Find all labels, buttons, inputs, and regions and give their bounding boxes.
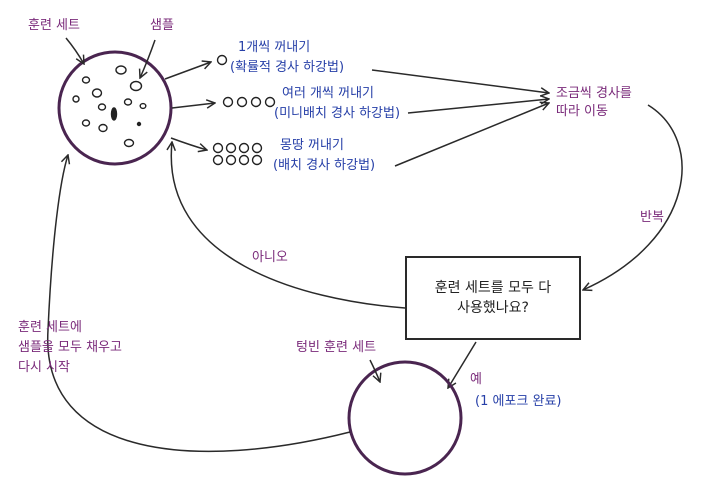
question-text: 훈련 세트를 모두 다 사용했나요? <box>434 280 552 316</box>
batch-to-move-arrow <box>394 103 549 167</box>
all-samples-circles <box>212 142 263 166</box>
samples-label: 샘플 <box>150 18 174 33</box>
restart-arrow <box>47 155 351 453</box>
several-samples-circles <box>222 96 276 108</box>
yes-arrow <box>448 341 477 388</box>
one-sample-circle <box>216 54 228 66</box>
sample-dots <box>72 65 147 148</box>
training-set-label: 훈련 세트 <box>28 18 80 33</box>
refill-label-line3: 다시 시작 <box>18 360 70 375</box>
move-label-line1: 조금씩 경사를 <box>556 86 632 101</box>
question-box: 훈련 세트를 모두 다 사용했나요? <box>405 256 581 340</box>
no-arrow <box>171 142 406 309</box>
empty-set-pointer-arrow <box>369 359 380 382</box>
sgd-to-move-arrow <box>371 69 549 93</box>
move-label-line2: 따라 이동 <box>556 104 608 119</box>
refill-label-line1: 훈련 세트에 <box>18 320 82 335</box>
training-set-pointer-arrow <box>65 37 84 64</box>
yes-label: 예 <box>470 372 482 387</box>
pick-several-arrow <box>171 103 215 108</box>
sgd-label: (확률적 경사 하강법) <box>230 60 345 75</box>
samples-pointer-arrow <box>140 39 156 78</box>
minibatch-to-move-arrow <box>407 99 549 114</box>
batch-label: (배치 경사 하강법) <box>273 158 376 173</box>
repeat-label: 반복 <box>640 210 664 225</box>
repeat-arrow <box>583 104 683 290</box>
pick-all-arrow <box>170 137 207 150</box>
refill-label-line2: 샘플을 모두 채우고 <box>18 340 122 355</box>
training-set-circle <box>57 50 173 166</box>
minibatch-label: (미니배치 경사 하강법) <box>274 106 401 121</box>
empty-training-set-circle <box>347 360 463 476</box>
one-pick-label: 1개씩 꺼내기 <box>238 40 311 55</box>
all-pick-label: 몽땅 꺼내기 <box>280 138 344 153</box>
several-pick-label: 여러 개씩 꺼내기 <box>282 86 374 101</box>
empty-set-label: 텅빈 훈련 세트 <box>296 340 377 355</box>
epoch-label: (1 에포크 완료) <box>475 394 562 409</box>
pick-one-arrow <box>164 62 211 80</box>
no-label: 아니오 <box>252 250 288 265</box>
